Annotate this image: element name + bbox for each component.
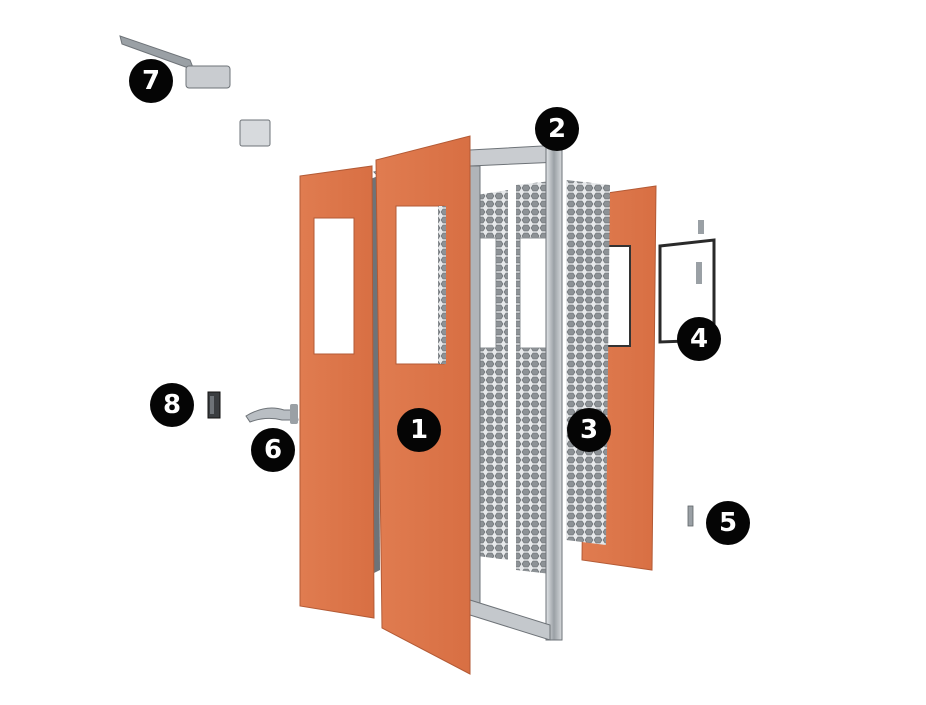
door-handle xyxy=(245,404,299,424)
callout-honeycomb-core: 3 xyxy=(567,408,611,452)
door-closer xyxy=(119,35,271,147)
honeycomb-core-group xyxy=(470,180,610,575)
callout-hinge: 5 xyxy=(706,501,750,545)
callout-door-frame: 2 xyxy=(535,107,579,151)
hinge xyxy=(687,505,694,527)
callout-door-panel: 1 xyxy=(397,408,441,452)
callout-door-closer: 7 xyxy=(129,59,173,103)
callout-door-handle: 6 xyxy=(251,428,295,472)
callout-door-lock: 8 xyxy=(150,383,194,427)
door-lock xyxy=(207,391,221,419)
left-door-panel xyxy=(299,165,375,619)
callout-window-frame: 4 xyxy=(677,317,721,361)
front-door-panel xyxy=(375,135,471,675)
window-frame xyxy=(658,220,716,344)
